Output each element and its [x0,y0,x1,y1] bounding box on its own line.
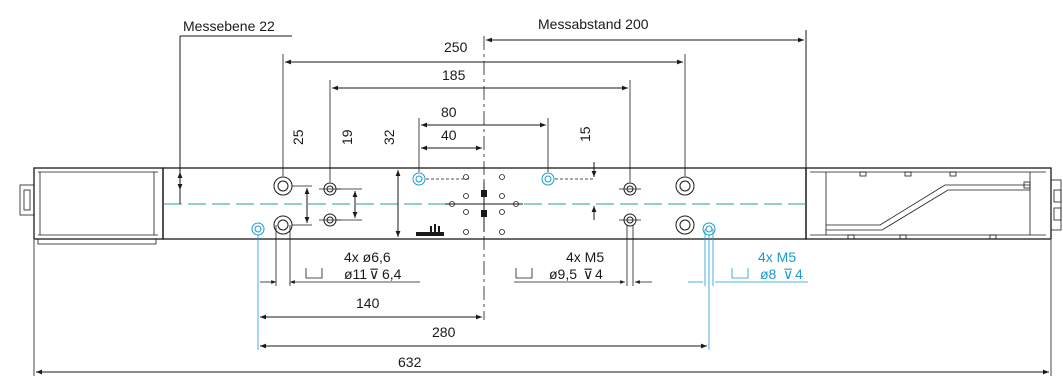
dim-40: 40 [441,127,457,143]
hole-right-depth: 4 [795,266,803,282]
center-target [416,174,523,236]
hole-mid-line2: ø9,5 [549,266,577,282]
dim-32: 32 [381,129,397,145]
hole-left-depth: 6,4 [382,266,402,282]
label-messabstand: Messabstand 200 [538,16,649,32]
hole-mid-depth: 4 [595,266,603,282]
hole-mid-line1: 4x M5 [566,249,604,265]
dim-632: 632 [398,354,422,370]
dim-140: 140 [356,295,380,311]
label-messebene: Messebene 22 [183,18,275,34]
dim-15: 15 [577,126,593,142]
hole-mid-depth-symbol: ⊽ [583,266,593,282]
hole-right-line2: ø8 [760,266,777,282]
dim-185: 185 [442,67,466,83]
dim-25: 25 [290,129,306,145]
hole-right-line1: 4x M5 [758,249,796,265]
dim-19: 19 [339,129,355,145]
sensor-body [19,167,1062,245]
hole-left-line1: 4x ø6,6 [344,249,391,265]
hole-centermarks [319,178,641,221]
hole-left-line2: ø11 [344,266,367,282]
hole-right-depth-symbol: ⊽ [783,266,793,282]
hole-left-depth-symbol: ⊽ [369,266,379,282]
dim-250: 250 [444,39,468,55]
dim-280: 280 [432,324,456,340]
dim-80: 80 [441,104,457,120]
